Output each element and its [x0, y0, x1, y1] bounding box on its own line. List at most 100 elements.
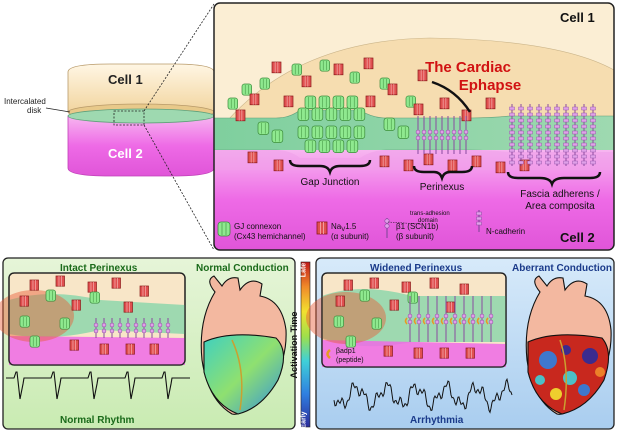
- nav-body: [87, 281, 97, 293]
- beta1-domain: [434, 319, 440, 325]
- colorbar-label: Activation Time: [289, 312, 299, 379]
- cell1-panel-label: Cell 1: [560, 10, 595, 25]
- intact-inset-cleft: [9, 294, 185, 338]
- ncadherin-domain: [545, 160, 551, 165]
- ncadherin-domain: [554, 130, 560, 135]
- ncadherin-domain: [572, 136, 578, 141]
- ncadherin-domain: [536, 136, 542, 141]
- nav-channel-glyph: [55, 275, 65, 287]
- beta1-domain: [416, 319, 422, 325]
- intact-perinexus-title: Intact Perinexus: [60, 263, 138, 274]
- ncadherin-glyph: [554, 104, 560, 166]
- ncadherin-domain: [563, 118, 569, 123]
- nav-body: [459, 283, 469, 295]
- beta1-glyph: [463, 116, 469, 154]
- activation-patch: [578, 384, 590, 396]
- ncadherin-domain: [518, 118, 524, 123]
- beta1-glyph: [433, 116, 439, 154]
- fascia-label-1: Fascia adherens /: [520, 189, 600, 200]
- nav-channel-glyph: [519, 159, 530, 172]
- activation-patch: [595, 367, 605, 377]
- ncadherin-domain: [563, 148, 569, 153]
- ncadherin-domain: [590, 118, 596, 123]
- nav-channel-glyph: [471, 155, 482, 168]
- beta1-domain: [421, 129, 427, 135]
- connexon-glyph: [405, 95, 416, 108]
- connexon-body: [332, 95, 345, 109]
- ncadherin-domain: [554, 118, 560, 123]
- connexon-glyph: [346, 95, 359, 109]
- connexon-glyph: [371, 317, 382, 330]
- ncadherin-domain: [509, 124, 515, 129]
- legend: GJ connexon (Cx43 hemichannel) NaV1.5 (α…: [217, 210, 525, 241]
- nav-body: [439, 347, 449, 359]
- connexon-body: [271, 129, 284, 143]
- peptide-glyph: [485, 317, 489, 325]
- ncadherin-domain: [572, 154, 578, 159]
- nav-body: [423, 153, 434, 166]
- ncadherin-domain: [581, 112, 587, 117]
- ncadherin-domain: [509, 130, 515, 135]
- ncadherin-domain: [527, 148, 533, 153]
- beta1-glyph: [141, 318, 147, 338]
- beta1-domain: [149, 328, 155, 334]
- beta1-domain: [415, 135, 421, 141]
- nav-body: [363, 57, 374, 70]
- beta1-domain: [133, 322, 139, 328]
- legend-trans-adhesion-1: trans-adhesion: [410, 211, 450, 217]
- beta1-glyph: [452, 296, 458, 342]
- connexon-glyph: [318, 95, 331, 109]
- nav-body: [343, 279, 353, 291]
- beta1-domain: [421, 135, 427, 141]
- connexon-glyph: [318, 139, 331, 153]
- connexon-glyph: [353, 125, 366, 139]
- nav-channel-glyph: [149, 343, 159, 355]
- beta1-domain: [452, 319, 458, 325]
- connexon-body: [241, 83, 252, 96]
- normal-rhythm-trace: [6, 371, 190, 400]
- nav-body: [465, 347, 475, 359]
- ncadherin-domain: [590, 112, 596, 117]
- nav-channel-glyph: [387, 83, 398, 96]
- nav-channel-glyph: [301, 75, 312, 88]
- beta1-domain: [445, 135, 451, 141]
- nav-channel-glyph: [235, 109, 246, 122]
- nav-channel-glyph: [383, 345, 393, 357]
- connexon-body: [29, 335, 40, 348]
- widened-inset-border: [321, 272, 507, 368]
- beta1-domain: [463, 129, 469, 135]
- nav-body: [417, 69, 428, 82]
- legend-ncadherin-icon: [476, 210, 482, 232]
- beta1-domain: [133, 328, 139, 334]
- nav-body: [55, 275, 65, 287]
- zoom-line-bottom: [143, 124, 215, 251]
- beta1-domain: [101, 328, 107, 334]
- nav-channel-glyph: [283, 95, 294, 108]
- nav-body: [519, 159, 530, 172]
- connexon-glyph: [259, 77, 270, 90]
- beta1-domain: [461, 319, 467, 325]
- nav-channel-glyph: [465, 347, 475, 359]
- connexon-body: [291, 63, 302, 76]
- ncadherin-domain: [545, 142, 551, 147]
- beta1-domain: [479, 319, 485, 325]
- connexon-body: [19, 315, 30, 328]
- connexon-glyph: [332, 139, 345, 153]
- ncadherin-domain: [581, 160, 587, 165]
- peptide-legend: βadp1 (peptide): [326, 348, 364, 364]
- ncadherin-domain: [536, 118, 542, 123]
- beta1-domain: [93, 328, 99, 334]
- ncadherin-domain: [563, 160, 569, 165]
- ncadherin-domain: [572, 118, 578, 123]
- activation-patch: [550, 388, 562, 400]
- nav-channel-glyph: [369, 277, 379, 289]
- beta1-domain: [457, 129, 463, 135]
- beta1-domain: [463, 135, 469, 141]
- beta1-domain: [427, 129, 433, 135]
- legend-connexon-icon: [217, 221, 231, 237]
- normal-heart: [200, 275, 287, 415]
- connexon-body: [297, 107, 310, 121]
- ncadherin-domain: [581, 124, 587, 129]
- ncadherin-domain: [590, 130, 596, 135]
- connexon-body: [359, 289, 370, 302]
